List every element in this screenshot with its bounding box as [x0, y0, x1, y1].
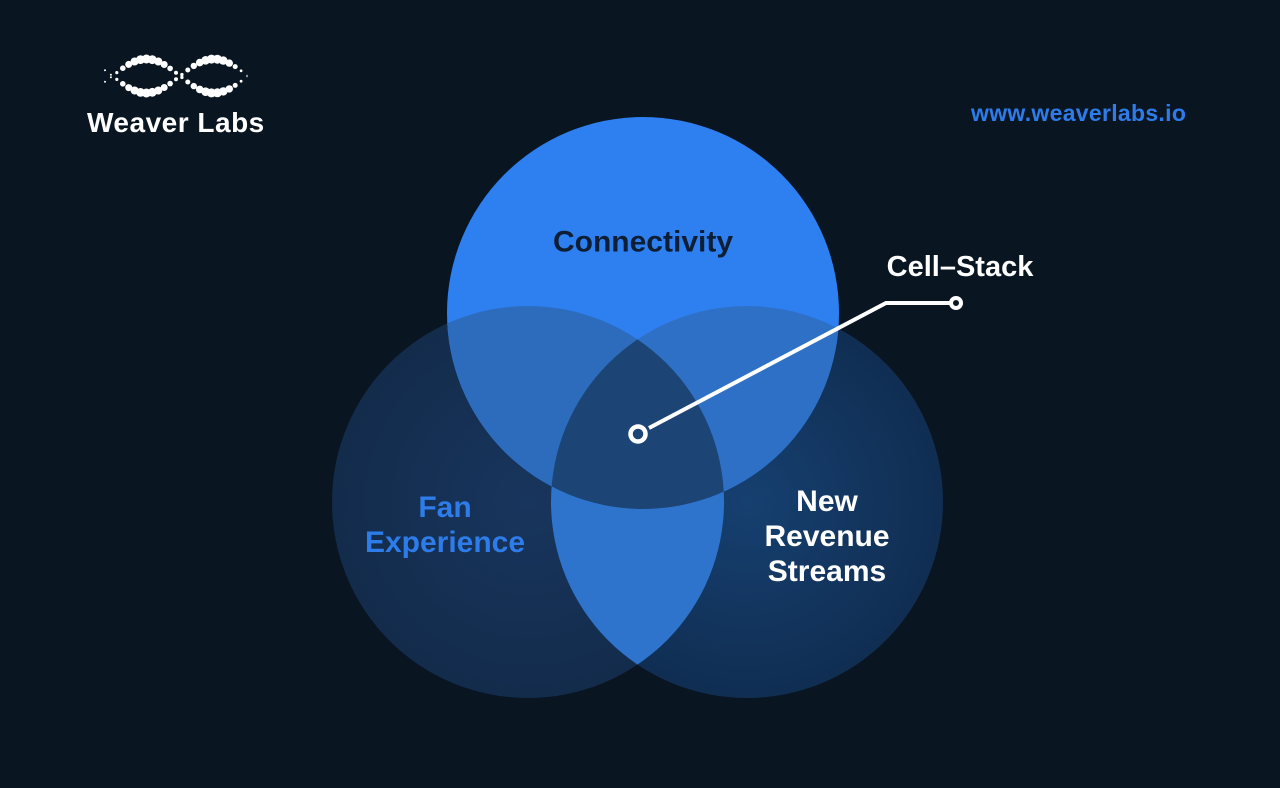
label-connectivity: Connectivity [552, 225, 734, 259]
callout-line [648, 301, 950, 430]
label-new-revenue-streams: New Revenue Streams [764, 484, 890, 588]
label-cell-stack: Cell–Stack [886, 251, 1034, 284]
dotted-wave-logo-icon [104, 54, 248, 98]
callout-endpoint-icon [949, 296, 963, 310]
overlap-center-cell-stack [551, 306, 724, 509]
label-fan-experience: Fan Experience [364, 491, 526, 559]
brand-name: Weaver Labs [87, 107, 265, 138]
intersection-marker-icon [628, 424, 648, 444]
website-link[interactable]: www.weaverlabs.io [971, 100, 1187, 126]
